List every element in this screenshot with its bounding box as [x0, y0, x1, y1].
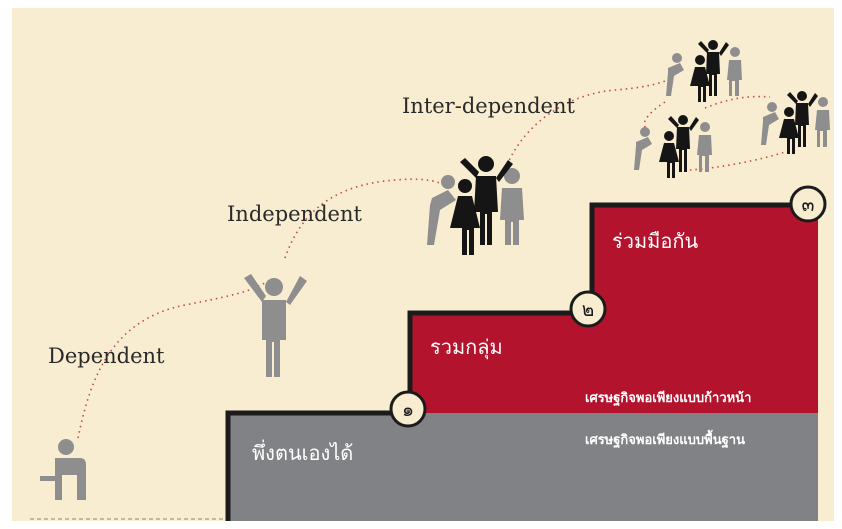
band-basic-label: เศรษฐกิจพอเพียงแบบพื้นฐาน [585, 429, 745, 449]
step-3-badge: ๓ [789, 185, 827, 223]
step-3-number: ๓ [802, 194, 815, 216]
stair-outline [225, 202, 818, 521]
step-2-label: รวมกลุ่ม [430, 335, 503, 360]
step-2-number: ๒ [582, 299, 595, 321]
step-2-badge: ๒ [569, 290, 607, 328]
band-advanced-label: เศรษฐกิจพอเพียงแบบก้าวหน้า [585, 390, 751, 407]
advanced-band [410, 205, 818, 413]
arms-raised-person-icon [244, 274, 307, 377]
stage-interdependent-label: Inter-dependent [402, 94, 575, 118]
stage-dependent-label: Dependent [48, 344, 165, 368]
stage-independent-label: Independent [227, 202, 362, 226]
step-1-number: ๑ [402, 399, 414, 421]
small-group-icon-right [761, 91, 830, 154]
small-group-icon-top [666, 40, 742, 102]
group-of-people-icon [427, 156, 524, 255]
step-1-badge: ๑ [389, 390, 427, 428]
step-1-label: พึ่งตนเองได้ [252, 439, 353, 465]
small-group-icon-left [634, 115, 712, 178]
step-3-label: ร่วมมือกัน [612, 229, 698, 253]
seated-person-icon [40, 439, 86, 500]
basic-band [228, 413, 818, 521]
